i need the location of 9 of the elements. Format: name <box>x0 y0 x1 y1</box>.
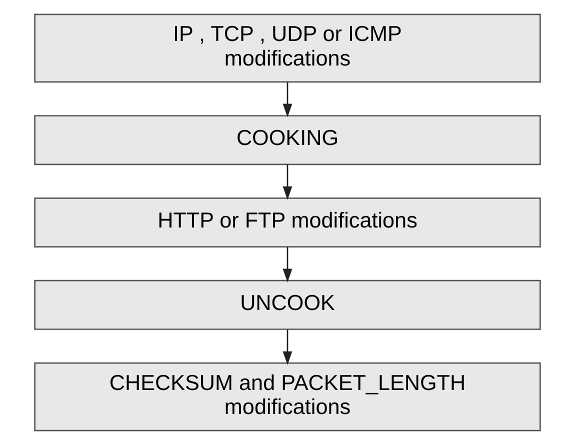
node-box: COOKING <box>34 114 540 165</box>
arrow <box>282 329 292 364</box>
node-box: IP , TCP , UDP or ICMP modifications <box>34 13 540 82</box>
node-box: CHECKSUM and PACKET_LENGTH modifications <box>34 362 540 431</box>
arrow <box>282 82 292 117</box>
arrow <box>282 246 292 282</box>
arrow <box>282 164 292 200</box>
node-box: HTTP or FTP modifications <box>34 197 540 247</box>
node-box: UNCOOK <box>34 279 540 330</box>
